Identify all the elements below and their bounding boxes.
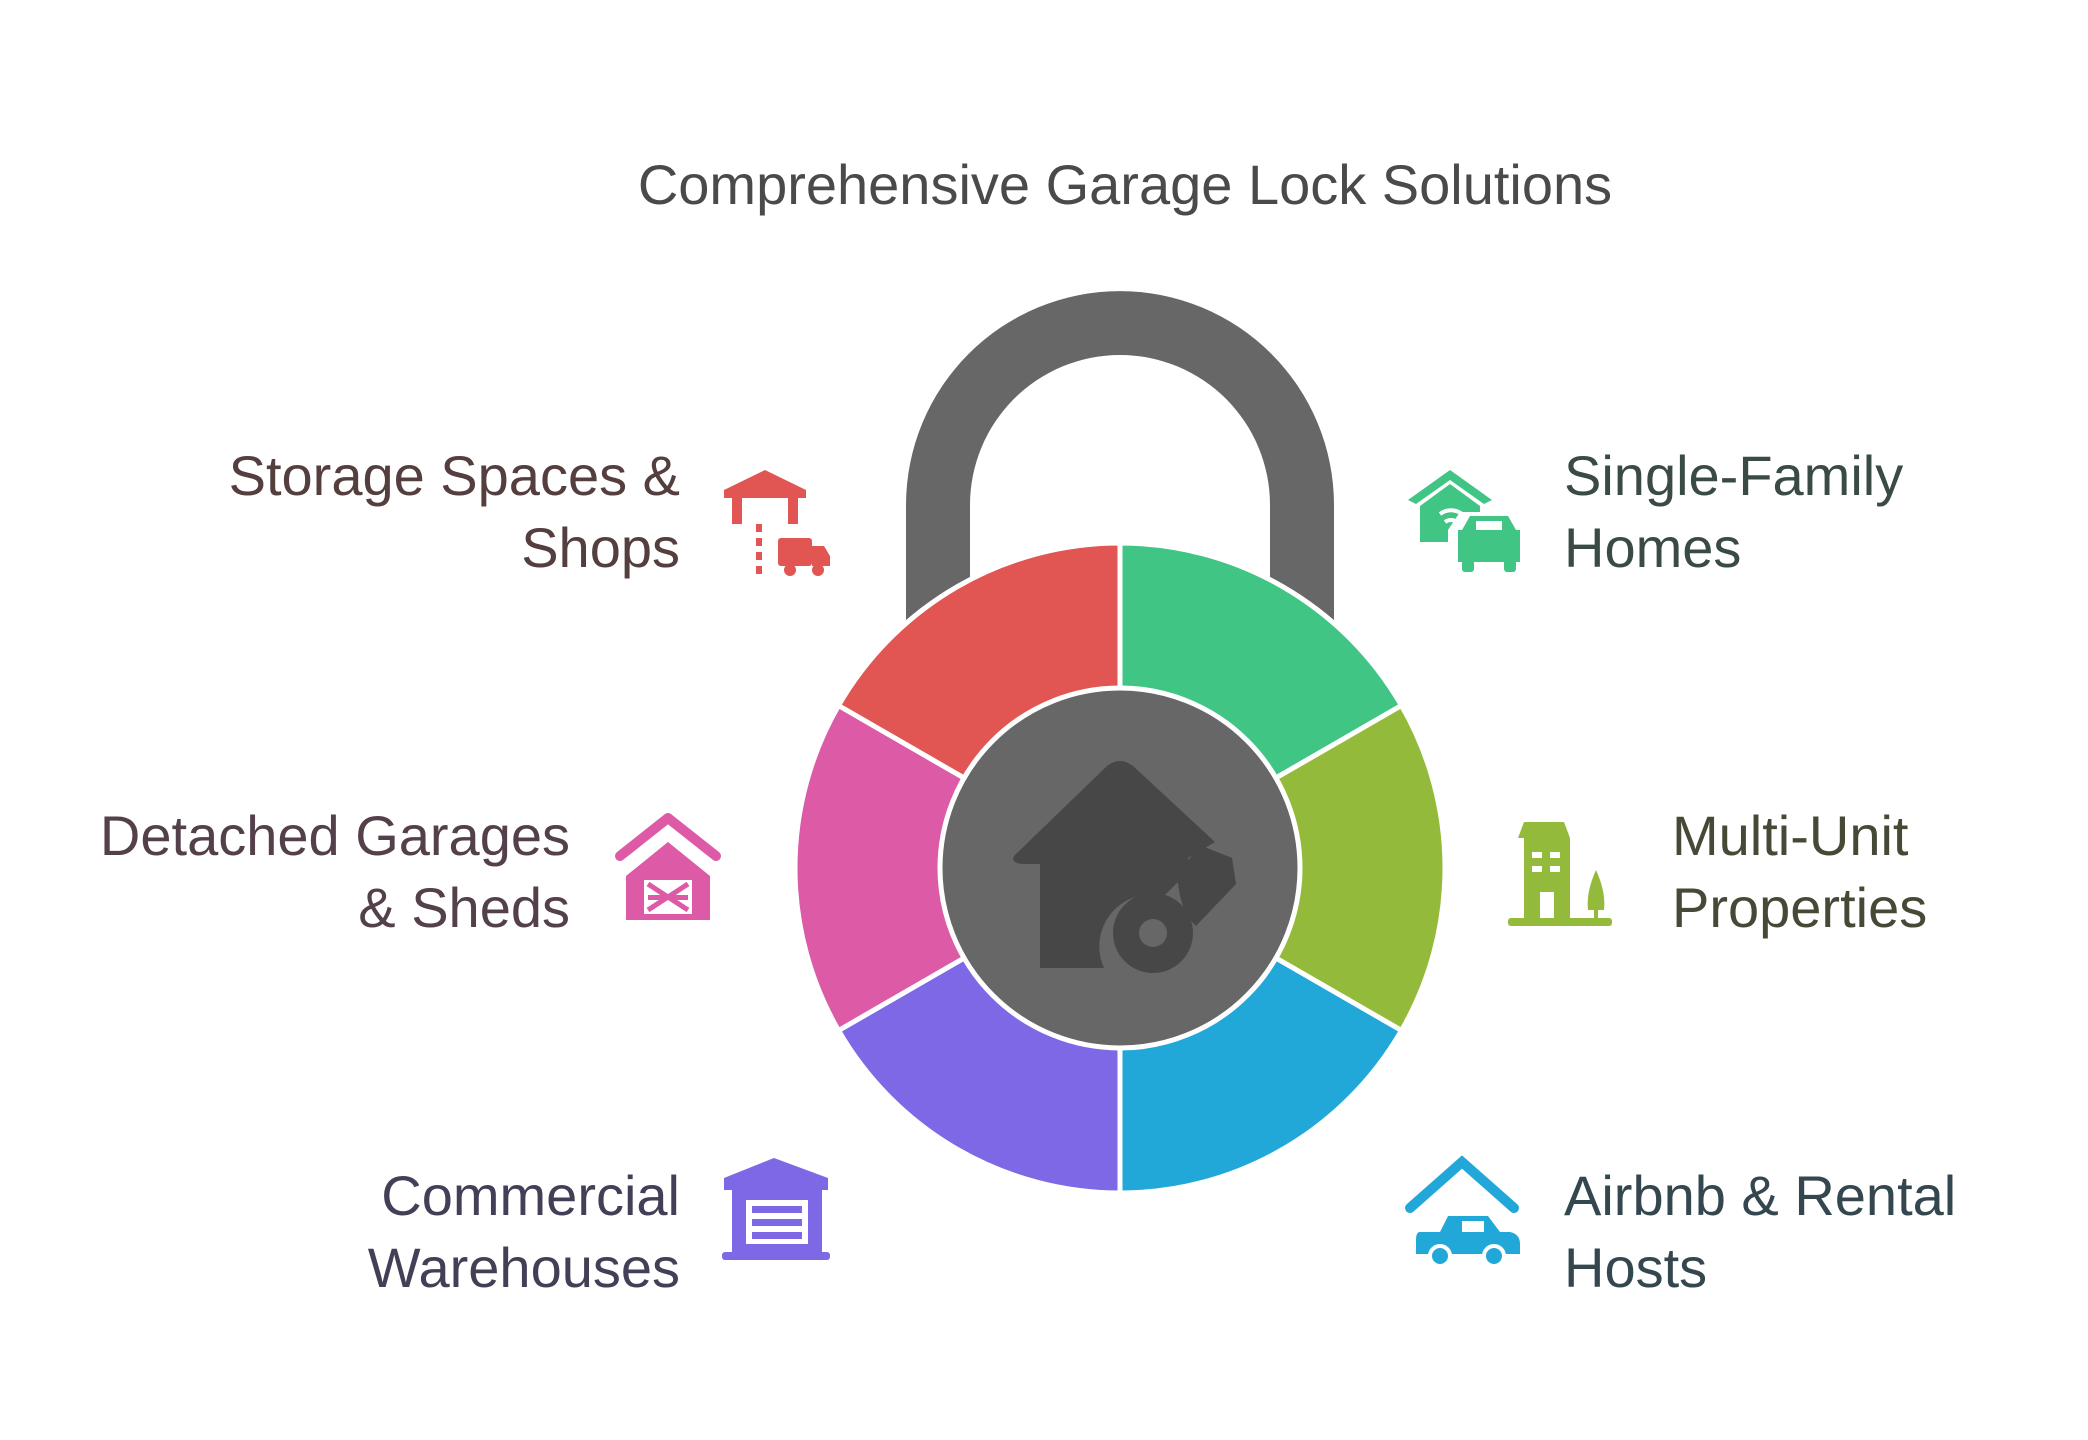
label-multi-unit: Multi-Unit Properties — [1672, 800, 1927, 944]
diagram-title: Comprehensive Garage Lock Solutions — [637, 153, 1613, 216]
label-multi-unit-line1: Multi-Unit — [1672, 804, 1909, 867]
label-commercial: Commercial Warehouses — [368, 1160, 680, 1304]
home-wifi-car-icon — [1408, 470, 1520, 572]
label-commercial-line1: Commercial — [381, 1164, 680, 1227]
warehouse-icon — [722, 1158, 830, 1260]
barn-shed-icon — [615, 813, 721, 920]
label-airbnb-line2: Hosts — [1564, 1236, 1708, 1299]
label-detached-line1: Detached Garages — [99, 804, 570, 867]
label-commercial-line2: Warehouses — [367, 1236, 680, 1299]
padlock-shackle — [906, 291, 1334, 640]
label-storage-line2: Shops — [521, 516, 680, 579]
label-single-family: Single-Family Homes — [1564, 440, 1903, 584]
storage-truck-icon — [724, 470, 830, 576]
label-detached: Detached Garages & Sheds — [100, 800, 570, 944]
label-storage-line1: Storage Spaces & — [228, 444, 680, 507]
label-airbnb-line1: Airbnb & Rental — [1564, 1164, 1957, 1227]
house-key-icon — [1013, 761, 1236, 973]
label-detached-line2: & Sheds — [358, 876, 570, 939]
label-single-family-line1: Single-Family — [1564, 444, 1904, 507]
label-multi-unit-line2: Properties — [1672, 876, 1928, 939]
label-single-family-line2: Homes — [1564, 516, 1742, 579]
apartment-building-icon — [1508, 822, 1612, 926]
label-storage: Storage Spaces & Shops — [229, 440, 680, 584]
label-airbnb: Airbnb & Rental Hosts — [1564, 1160, 1956, 1304]
car-garage-icon — [1405, 1155, 1520, 1268]
